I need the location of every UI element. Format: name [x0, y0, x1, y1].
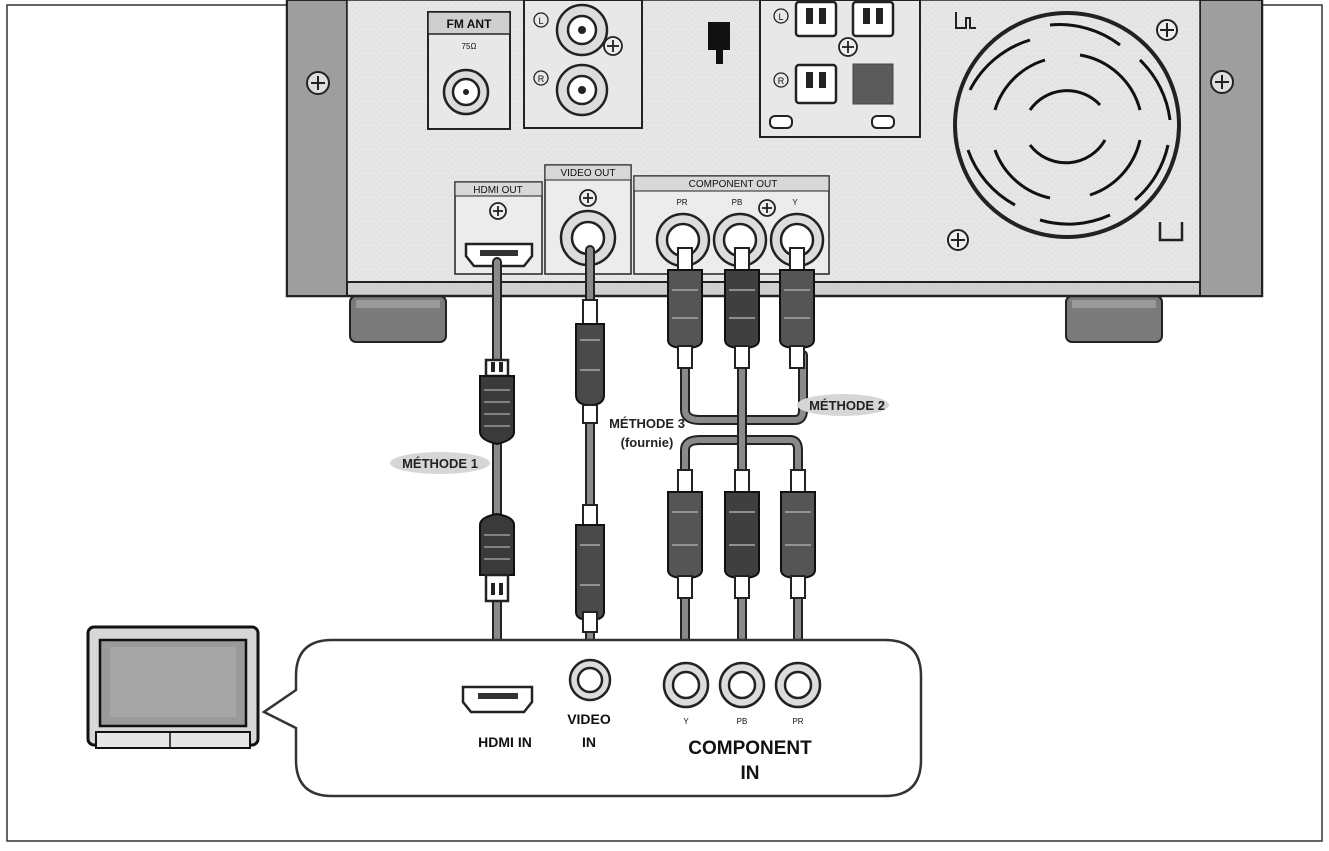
hdmi-out-label: HDMI OUT — [473, 185, 522, 196]
tv-icon — [86, 625, 260, 749]
component-out-y-label: Y — [792, 198, 798, 207]
screw-icon — [1210, 70, 1234, 94]
fm-ant-label: FM ANT — [447, 17, 493, 31]
device-rear-panel: FM ANT 75Ω L R — [285, 0, 1264, 343]
component-out-pr-label: PR — [676, 198, 687, 207]
video-rca-plug-bottom — [575, 504, 605, 633]
hdmi-in-label: HDMI IN — [478, 734, 532, 750]
left-channel-label: L — [538, 16, 543, 26]
right-speaker-label: R — [778, 76, 785, 86]
component-in-y-label: Y — [683, 717, 689, 726]
antenna-plug-icon — [708, 22, 730, 64]
component-out-label: COMPONENT OUT — [689, 179, 778, 190]
ohm-label: 75Ω — [462, 42, 477, 51]
video-rca-plug-top — [575, 299, 605, 424]
screw-icon — [306, 71, 330, 95]
hdmi-connector-bottom — [479, 512, 515, 603]
fan-vent — [947, 11, 1184, 251]
hdmi-in-socket — [461, 685, 534, 714]
audio-jacks-block: L R — [523, 0, 643, 129]
method-1-label: MÉTHODE 1 — [402, 456, 478, 471]
right-channel-label: R — [538, 74, 545, 84]
component-in-pr-label: PR — [792, 717, 803, 726]
video-out-label: VIDEO OUT — [560, 168, 615, 179]
speaker-terminal-block: L R — [759, 0, 921, 138]
screw-icon — [579, 189, 597, 207]
component-rca-plugs-bottom — [667, 469, 816, 599]
tv-input-panel: HDMI IN VIDEO IN Y PB PR COMPONENT IN — [261, 638, 923, 798]
screw-icon — [838, 37, 858, 57]
video-out-port-block: VIDEO OUT — [544, 164, 632, 275]
method-2-label: MÉTHODE 2 — [809, 398, 885, 413]
component-in-label: COMPONENT — [688, 738, 812, 759]
method-3-label: MÉTHODE 3 — [609, 416, 685, 431]
hdmi-connector-top — [479, 358, 515, 446]
method-1-callout: MÉTHODE 1 — [390, 452, 490, 474]
component-in-pb-label: PB — [737, 717, 748, 726]
left-speaker-label: L — [778, 12, 783, 22]
component-out-pb-label: PB — [732, 198, 743, 207]
screw-icon — [1156, 19, 1178, 41]
method-3-sublabel: (fournie) — [621, 435, 674, 450]
video-in-label: VIDEO — [567, 711, 611, 727]
method-3-callout: MÉTHODE 3 (fournie) — [609, 416, 685, 450]
screw-icon — [947, 229, 969, 251]
screw-icon — [758, 199, 776, 217]
component-in-sublabel: IN — [741, 763, 760, 784]
screw-icon — [603, 36, 623, 56]
video-in-sublabel: IN — [582, 734, 596, 750]
screw-icon — [489, 202, 507, 220]
component-rca-plugs-top — [667, 247, 815, 369]
fm-antenna-block: FM ANT 75Ω — [427, 11, 511, 130]
method-2-callout: MÉTHODE 2 — [797, 394, 889, 416]
